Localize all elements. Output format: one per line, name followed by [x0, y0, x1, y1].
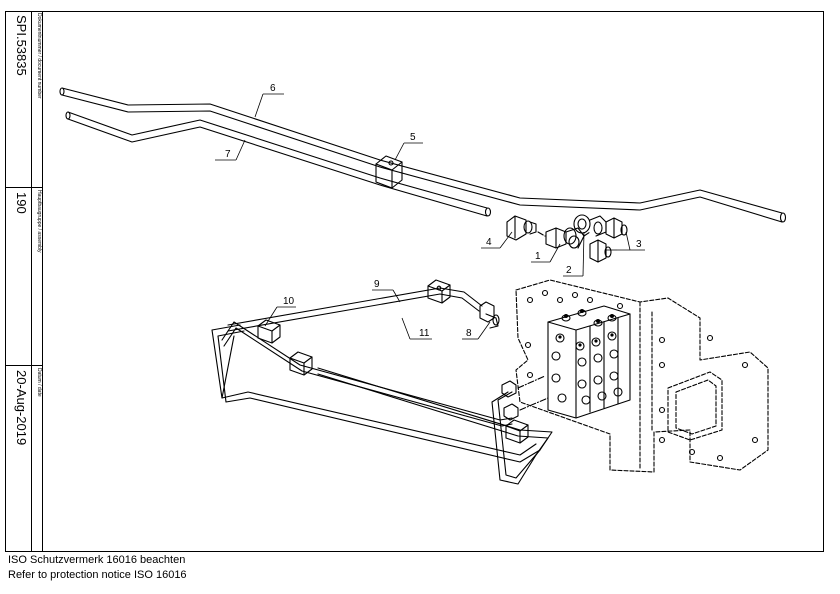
valve-ports [551, 309, 623, 405]
fitting-3-upper [605, 217, 628, 239]
callout-2: 2 [566, 265, 572, 276]
title-block-sidebar: Dokumentnummer / document number SPI.538… [5, 11, 43, 552]
callout-1: 1 [535, 251, 541, 262]
pipe-7 [65, 111, 492, 217]
callout-3: 3 [636, 239, 642, 250]
fitting-2 [573, 214, 607, 237]
pipe-clamp-top [427, 279, 451, 304]
pipe-clamp-5 [375, 155, 403, 189]
pipe-loop-right [317, 367, 553, 485]
pipe-6 [59, 87, 787, 223]
sidebar-column-divider [31, 11, 32, 552]
iso-notice-german: ISO Schutzvermerk 16016 beachten [8, 554, 186, 566]
assembly-label: Hauptbaugruppe / assembly [36, 190, 42, 253]
pipe-clamp-right [505, 419, 529, 444]
pipe-loop-left [211, 324, 541, 463]
hose-end-fittings [501, 375, 549, 421]
document-number: SPI.53835 [14, 15, 29, 76]
sidebar-divider-1 [5, 187, 43, 188]
pipe-clamp-center [289, 351, 313, 376]
fitting-3-lower [589, 239, 612, 263]
hydraulic-line-exploded-diagram: 6 7 5 4 1 2 3 10 9 11 8 [59, 83, 787, 485]
exploded-axis [537, 231, 546, 237]
callout-7: 7 [225, 149, 231, 160]
pipe-clamp-10 [257, 319, 281, 344]
bracket-holes [524, 289, 759, 462]
control-valve-block [547, 305, 631, 419]
date-label: Datum / date [36, 368, 42, 397]
document-date: 20-Aug-2019 [14, 370, 29, 446]
document-number-label: Dokumentnummer / document number [36, 13, 42, 99]
callout-8: 8 [466, 328, 472, 339]
callout-leaders [215, 93, 645, 340]
callout-9: 9 [374, 279, 380, 290]
fitting-4 [506, 215, 537, 241]
assembly-number: 190 [14, 192, 29, 214]
callout-11: 11 [419, 328, 430, 339]
callout-5: 5 [410, 132, 416, 143]
fitting-1 [545, 227, 585, 249]
sidebar-divider-2 [5, 365, 43, 366]
drawing-frame [5, 11, 824, 552]
fitting-8 [479, 301, 500, 329]
port-caps [558, 309, 614, 347]
pipe-9 [227, 287, 483, 332]
callout-numbers: 6 7 5 4 1 2 3 10 9 11 8 [225, 83, 642, 339]
callout-6: 6 [270, 83, 276, 94]
callout-4: 4 [486, 237, 492, 248]
iso-notice-english: Refer to protection notice ISO 16016 [8, 569, 187, 581]
callout-10: 10 [283, 296, 295, 307]
mounting-bracket [515, 279, 769, 473]
